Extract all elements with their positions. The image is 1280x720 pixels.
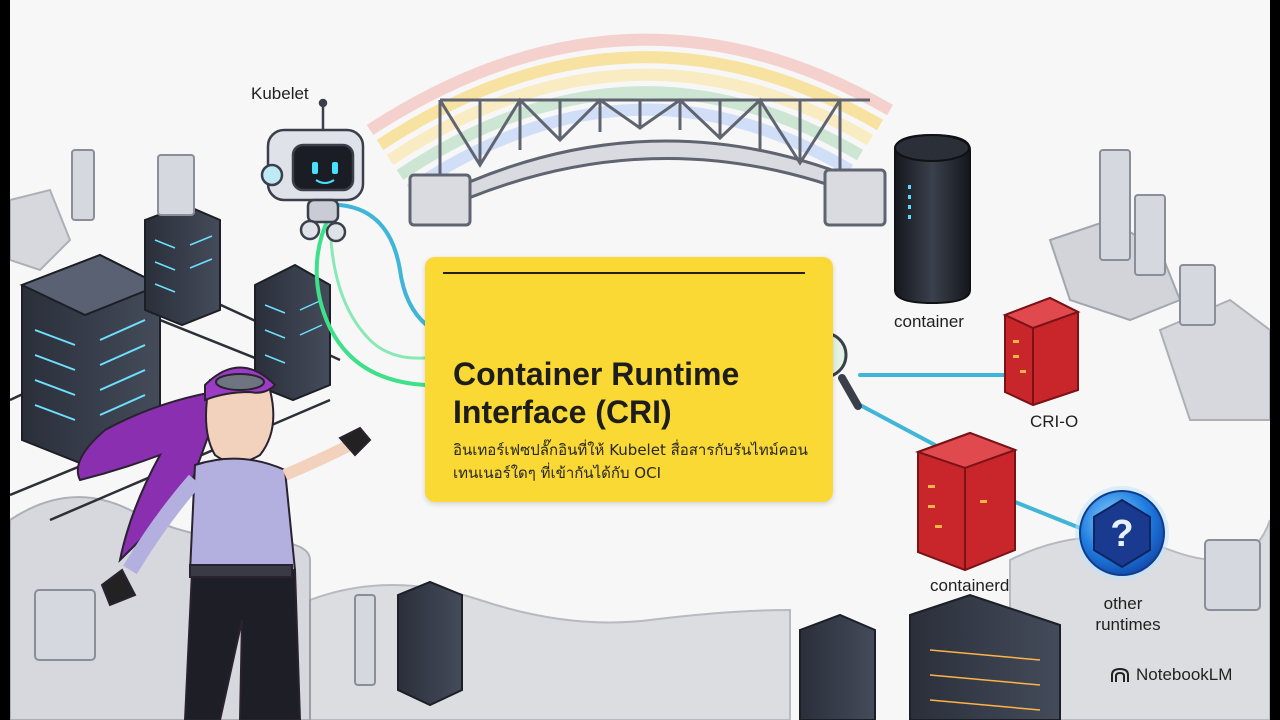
presenter-character: [76, 366, 372, 720]
server-racks: [19, 149, 1261, 720]
card-title: Container Runtime Interface (CRI): [453, 355, 823, 431]
card-description: อินเทอร์เฟซปลั๊กอินที่ให้ Kubelet สื่อสา…: [453, 441, 808, 482]
container-cylinder: [894, 133, 971, 305]
notebooklm-watermark: NotebookLM: [1110, 665, 1232, 685]
question-mark-icon: ?: [1110, 513, 1133, 555]
brand-name: NotebookLM: [1136, 665, 1233, 684]
kubelet-robot: [260, 98, 365, 243]
server-rack-mid: [144, 203, 221, 327]
notebooklm-logo-icon: [1111, 667, 1129, 682]
other-runtimes-label-line2: runtimes: [1095, 615, 1161, 634]
rainbow-arc: [366, 33, 893, 195]
containerd-block: [914, 431, 1018, 572]
bridge: [408, 97, 887, 227]
other-runtimes-orb: ?: [1075, 486, 1169, 580]
kubelet-label: Kubelet: [251, 84, 309, 103]
slide-stage: ? Kubelet container CRI-O containerd oth…: [10, 0, 1270, 720]
other-runtimes-label-line1: other: [1103, 594, 1143, 613]
server-rack-bottom: [397, 580, 1061, 720]
card-top-rule: [443, 272, 805, 274]
container-label: container: [894, 312, 964, 331]
containerd-label: containerd: [930, 576, 1010, 595]
card-title-line1: Container Runtime: [453, 356, 740, 392]
server-rack-center: [254, 263, 331, 402]
background-illustration: ?: [10, 33, 1270, 720]
crio-label: CRI-O: [1030, 412, 1079, 431]
card-title-line2: Interface (CRI): [453, 394, 672, 430]
crio-block: [1002, 296, 1081, 407]
cri-info-card: Container Runtime Interface (CRI) อินเทอ…: [425, 257, 833, 502]
